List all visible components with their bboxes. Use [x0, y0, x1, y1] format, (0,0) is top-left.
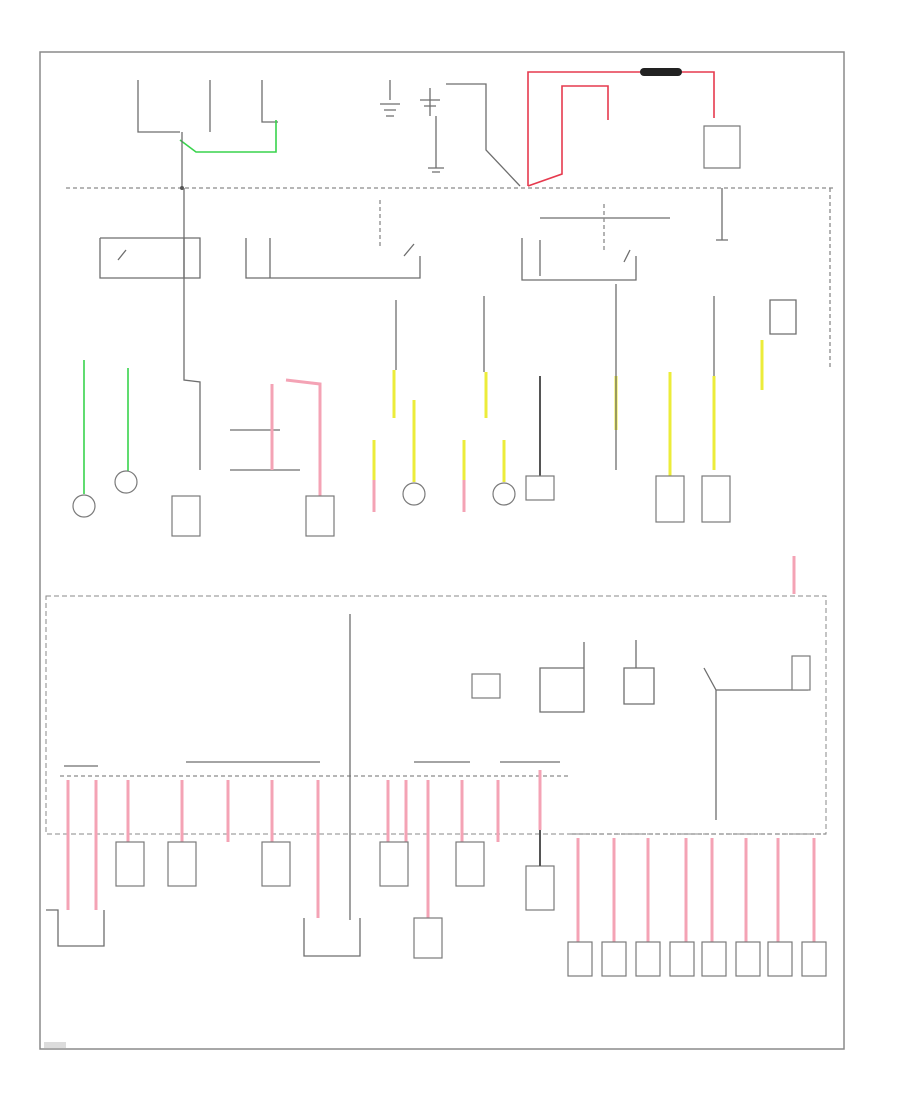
battery-icon	[420, 83, 521, 187]
relay-box	[471, 673, 501, 699]
right-small-relay	[769, 299, 797, 335]
main-column	[183, 188, 300, 471]
horn-icon	[402, 482, 426, 506]
relay-icon	[539, 642, 585, 713]
module-box	[525, 865, 555, 911]
module-box	[379, 841, 409, 887]
lamp-icon	[72, 494, 96, 518]
diagram-frame	[39, 51, 845, 1050]
injector-icon	[767, 941, 793, 977]
relay-box	[701, 475, 731, 523]
injector-icon	[601, 941, 627, 977]
injector-icon	[801, 941, 827, 977]
relay-box	[525, 475, 555, 501]
ignition-switch	[137, 80, 278, 133]
battery-feed	[380, 80, 400, 117]
red-feed-wire-2	[527, 85, 609, 187]
relay-box	[171, 495, 201, 537]
fusible-link-icon	[640, 68, 682, 76]
lamp-icon	[114, 470, 138, 494]
relay-box	[791, 655, 811, 691]
lower-section	[45, 595, 827, 920]
generator-icon	[703, 125, 741, 169]
module-box	[167, 841, 197, 887]
module-box	[303, 918, 361, 957]
injector-icon	[701, 941, 727, 977]
red-feed-wire-1	[527, 71, 715, 186]
module-box	[115, 841, 145, 887]
lower-frame	[45, 595, 827, 835]
injector-icon	[669, 941, 695, 977]
transmission-module	[46, 909, 105, 947]
relay-icon	[521, 238, 637, 281]
relay-icon	[99, 237, 201, 279]
relay-icon	[245, 238, 421, 279]
splice-dot	[180, 186, 184, 190]
module-box	[455, 841, 485, 887]
module-box	[261, 841, 291, 887]
page-label-box	[44, 1042, 66, 1048]
bottom-modules	[46, 770, 827, 977]
relay-icon	[623, 640, 655, 705]
relay-icon	[703, 667, 808, 820]
right-fuse-drop	[716, 188, 728, 241]
injector-icon	[635, 941, 661, 977]
pink-return-wire	[270, 378, 322, 496]
module-box	[413, 917, 443, 959]
ignition-green-wire	[179, 120, 277, 153]
horn-icon	[492, 482, 516, 506]
battery-ground	[428, 116, 444, 173]
harness-left	[64, 761, 560, 767]
injector-icon	[735, 941, 761, 977]
relay-box	[655, 475, 685, 523]
relay-box	[305, 495, 335, 537]
injector-icon	[567, 941, 593, 977]
top-section	[66, 68, 836, 594]
